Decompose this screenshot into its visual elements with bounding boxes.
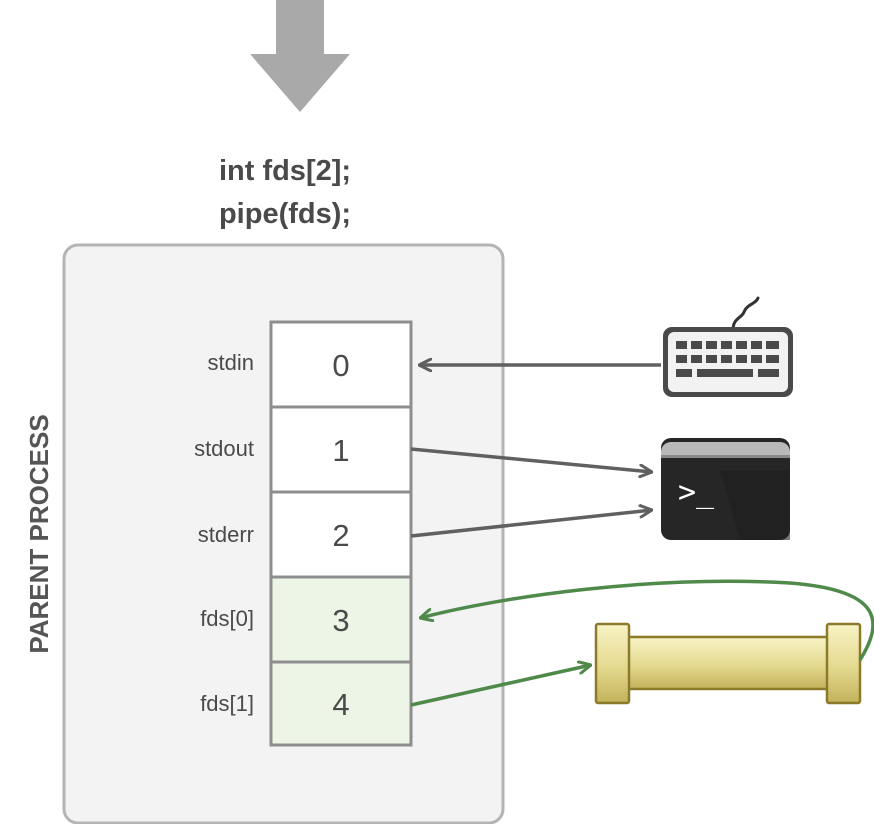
pipe-to-fds0-arrow — [420, 579, 874, 661]
fd-label: stdin — [208, 350, 254, 375]
process-title: PARENT PROCESS — [24, 414, 54, 653]
code-line-pipe-call: pipe(fds); — [219, 198, 351, 230]
keyboard-icon — [663, 296, 793, 397]
fd-cell-4 — [269, 660, 413, 747]
io-arrows — [410, 365, 661, 538]
fd-cell-2 — [269, 490, 413, 579]
code-line-declaration: int fds[2]; — [219, 155, 351, 187]
fd-number: 2 — [332, 518, 349, 553]
fd-cell-0 — [269, 320, 413, 409]
stderr-to-terminal-arrow — [410, 510, 652, 538]
fds1-to-pipe-arrow — [410, 665, 591, 707]
fd-label: fds[1] — [200, 691, 254, 716]
fd-number: 0 — [332, 348, 349, 383]
fd-table: 0 1 2 3 4 stdin stdout stderr fds[0] fds… — [194, 320, 413, 747]
terminal-icon: >_ — [661, 438, 790, 540]
pipe-icon — [594, 622, 862, 705]
fd-label: fds[0] — [200, 606, 254, 631]
fd-label: stderr — [198, 522, 254, 547]
terminal-prompt: >_ — [678, 475, 715, 510]
fd-number: 1 — [332, 433, 349, 468]
fd-number: 3 — [332, 603, 349, 638]
fd-label: stdout — [194, 436, 254, 461]
pipe-arrows — [410, 579, 874, 707]
stdout-to-terminal-arrow — [410, 447, 652, 472]
fd-cell-1 — [269, 405, 413, 494]
down-arrow-icon — [250, 0, 350, 112]
fd-number: 4 — [332, 687, 349, 722]
